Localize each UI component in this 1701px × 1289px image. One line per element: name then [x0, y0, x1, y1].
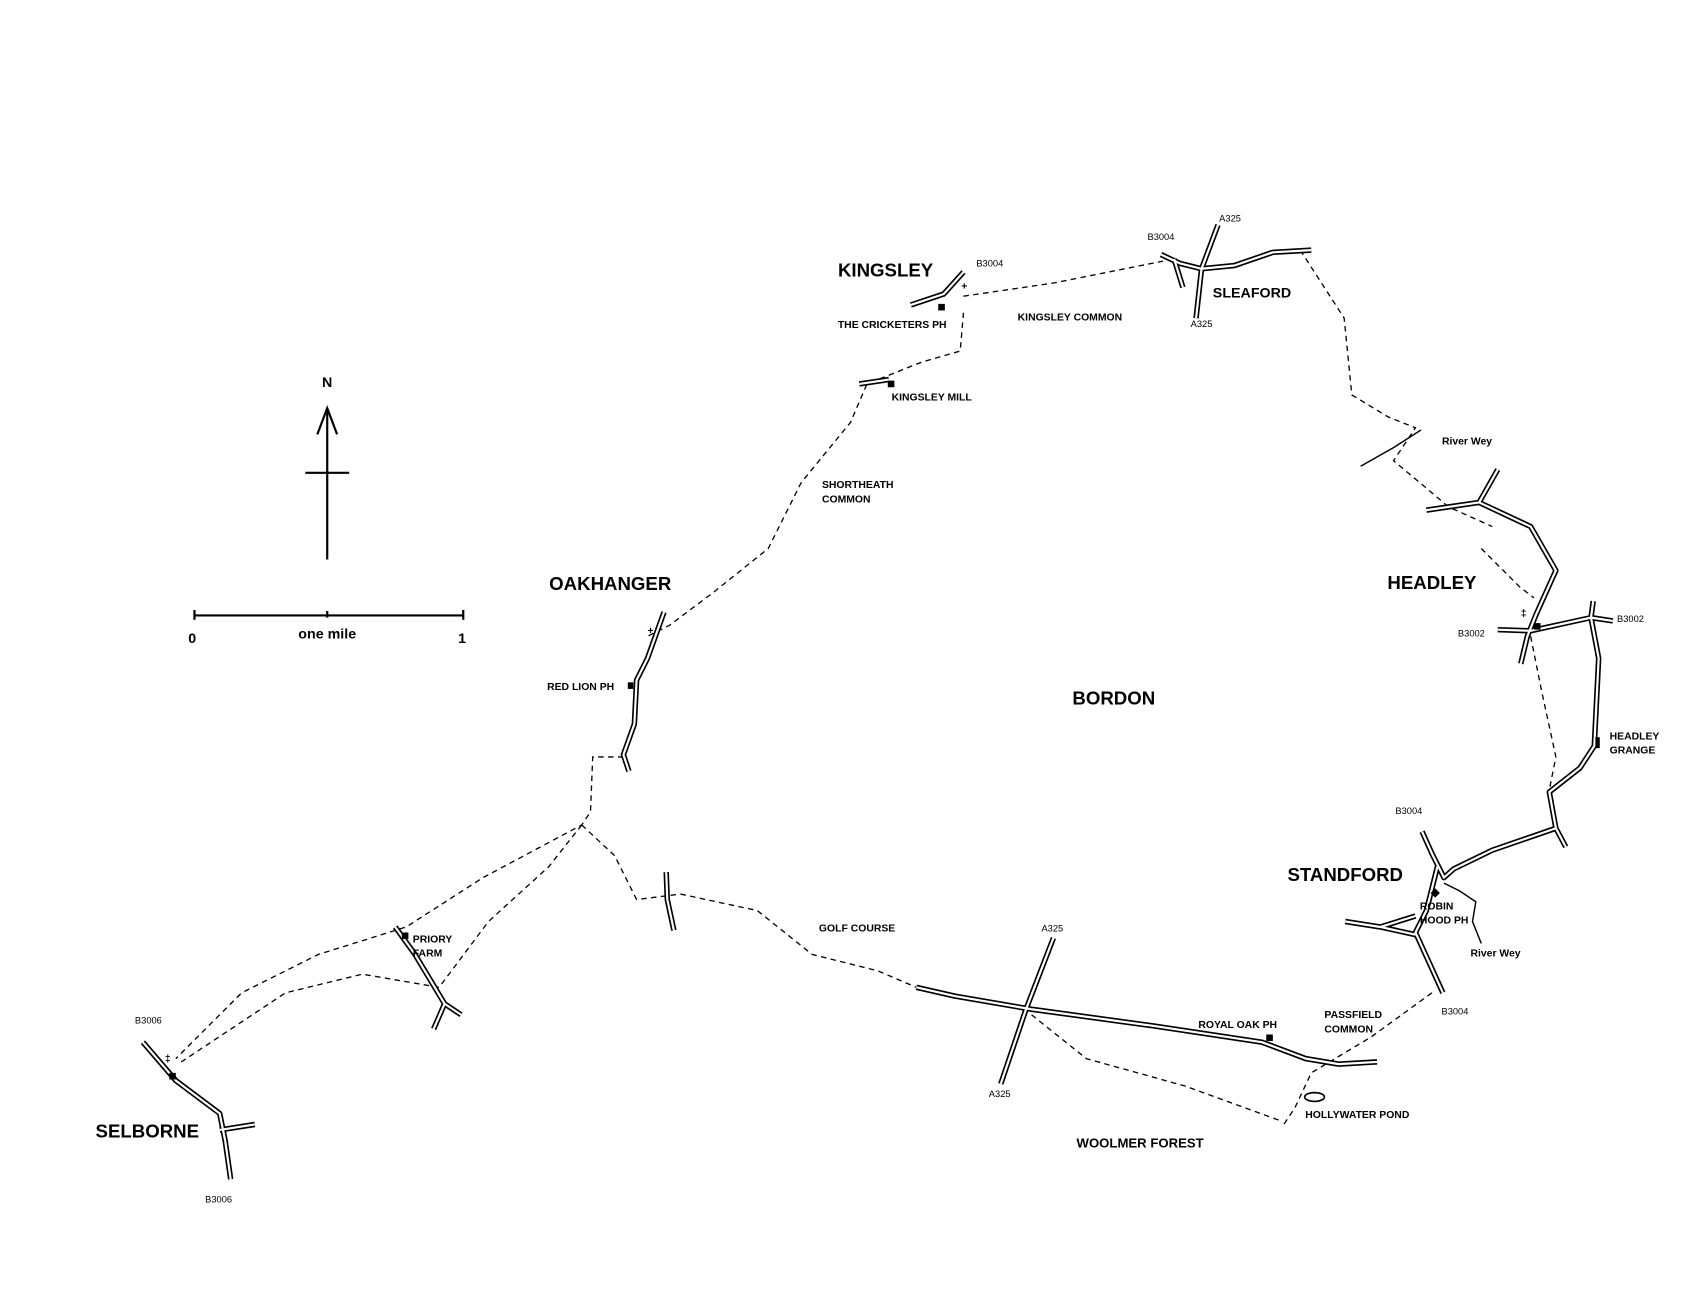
label-shortheath-2: COMMON: [822, 494, 871, 505]
label-priory-farm-1: PRIORY: [413, 934, 453, 945]
svg-text:+: +: [648, 626, 654, 637]
label-headley-grange-2: GRANGE: [1610, 746, 1656, 757]
road-label: B3004: [1395, 806, 1422, 816]
label-woolmer-forest: WOOLMER FOREST: [1077, 1135, 1204, 1150]
road-label: A325: [1041, 923, 1063, 933]
place-headley: HEADLEY: [1387, 572, 1477, 593]
scale-start: 0: [188, 631, 196, 647]
road-label: B3002: [1458, 628, 1485, 638]
road-label: B3006: [135, 1016, 162, 1026]
label-robin-hood-1: ROBIN: [1420, 901, 1454, 912]
scale-end: 1: [458, 631, 466, 647]
svg-text:‡: ‡: [165, 1054, 171, 1065]
road-label: B3006: [205, 1194, 232, 1204]
footpaths: [175, 249, 1557, 1125]
label-priory-farm-2: FARM: [413, 949, 442, 960]
road-label: A325: [989, 1089, 1011, 1099]
label-passfield-2: COMMON: [1324, 1024, 1373, 1035]
north-arrow-icon: [305, 404, 350, 560]
label-river-wey-north: River Wey: [1442, 436, 1492, 447]
label-passfield-1: PASSFIELD: [1324, 1010, 1382, 1021]
place-standford: STANDFORD: [1287, 864, 1403, 885]
road-label: B3004: [1147, 232, 1174, 242]
road-label: B3004: [1441, 1007, 1468, 1017]
place-oakhanger: OAKHANGER: [549, 573, 672, 594]
building-icons: [169, 303, 1600, 1103]
place-selborne: SELBORNE: [96, 1121, 199, 1142]
place-bordon: BORDON: [1072, 687, 1155, 708]
label-red-lion: RED LION PH: [547, 682, 614, 693]
road-label: A325: [1191, 319, 1213, 329]
svg-text:‡: ‡: [1521, 609, 1527, 620]
river-wey: [1360, 429, 1482, 944]
label-hollywater-pond: HOLLYWATER POND: [1305, 1110, 1410, 1121]
label-robin-hood-2: HOOD PH: [1420, 916, 1469, 927]
north-label: N: [322, 375, 332, 391]
label-golf-course: GOLF COURSE: [819, 923, 895, 934]
road-label: B3002: [1617, 614, 1644, 624]
label-cricketers: THE CRICKETERS PH: [838, 320, 947, 331]
scale-bar: [193, 609, 465, 620]
label-shortheath-1: SHORTHEATH: [822, 480, 894, 491]
church-icons: + + ‡ ‡: [165, 282, 1527, 1065]
place-kingsley: KINGSLEY: [838, 259, 934, 280]
roads: [140, 223, 1614, 1180]
place-sleaford: SLEAFORD: [1213, 285, 1291, 301]
svg-text:+: +: [961, 282, 967, 293]
road-label: A325: [1219, 214, 1241, 224]
label-headley-grange-1: HEADLEY: [1610, 731, 1660, 742]
scale-label: one mile: [298, 626, 356, 642]
label-kingsley-mill: KINGSLEY MILL: [892, 392, 973, 403]
label-river-wey-south: River Wey: [1470, 949, 1520, 960]
road-label: B3004: [976, 259, 1003, 269]
label-royal-oak: ROYAL OAK PH: [1198, 1020, 1277, 1031]
label-kingsley-common: KINGSLEY COMMON: [1018, 312, 1122, 323]
